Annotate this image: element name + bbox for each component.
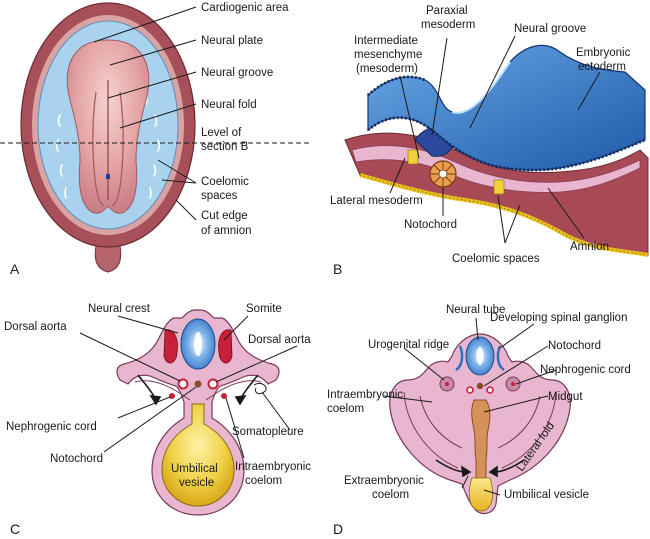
label-somatopleure: Somatopleure xyxy=(232,426,304,438)
label-neural-crest: Neural crest xyxy=(88,303,151,315)
panel-letter-a: A xyxy=(10,261,20,277)
label-cut-2: of amnion xyxy=(201,225,252,237)
label-somite: Somite xyxy=(246,303,282,315)
label-neural-groove-a: Neural groove xyxy=(201,67,273,79)
embryonic-ectoderm xyxy=(367,44,646,171)
label-intermediate-1: Intermediate xyxy=(354,35,418,47)
umbilical-vesicle-c xyxy=(161,403,235,507)
panel-d: Neural tube Developing spinal ganglion U… xyxy=(327,304,631,537)
label-intermediate-2: mesenchyme xyxy=(354,49,422,61)
nephrogenic-left-c xyxy=(169,393,175,399)
dorsal-aorta-left-c xyxy=(177,378,189,390)
label-coelomic-b: Coelomic spaces xyxy=(452,253,540,265)
notochord-d xyxy=(476,382,484,390)
lateral-fold-arrows xyxy=(435,459,525,478)
dorsal-aorta-left-d xyxy=(466,386,474,394)
label-intra-2-d: coelom xyxy=(327,403,364,415)
panel-b: Paraxial mesoderm Intermediate mesenchym… xyxy=(330,5,649,277)
spinal-ganglion-left xyxy=(455,345,464,372)
notochord-c xyxy=(194,380,202,388)
label-intra-1-c: Intraembryonic xyxy=(235,461,311,473)
label-extra-2: coelom xyxy=(372,489,409,501)
label-umbilical-1-c: Umbilical xyxy=(171,463,218,475)
fold-arrows-c xyxy=(137,374,259,406)
primitive-node xyxy=(106,174,110,179)
label-cardiogenic-area: Cardiogenic area xyxy=(201,2,289,14)
label-level-1: Level of xyxy=(201,127,242,139)
label-ectoderm-2: ectoderm xyxy=(578,61,626,73)
somite-right xyxy=(218,329,233,364)
label-dorsal-aorta-right: Dorsal aorta xyxy=(248,334,311,346)
panel-a: Cardiogenic area Neural plate Neural gro… xyxy=(0,2,312,277)
label-ectoderm-1: Embryonic xyxy=(576,47,631,59)
label-paraxial-1: Paraxial xyxy=(426,5,468,17)
umbilical-vesicle-d xyxy=(468,477,494,512)
label-paraxial-2: mesoderm xyxy=(421,19,475,31)
label-notochord-d: Notochord xyxy=(548,340,601,352)
label-umbilical-2-c: vesicle xyxy=(179,477,214,489)
label-neural-fold: Neural fold xyxy=(201,99,257,111)
label-notochord-c: Notochord xyxy=(50,453,103,465)
label-neural-plate: Neural plate xyxy=(201,35,263,47)
spinal-ganglion-right xyxy=(496,345,505,372)
dorsal-aorta-right-d xyxy=(486,386,494,394)
panel-letter-d: D xyxy=(333,521,343,537)
label-dorsal-aorta-left: Dorsal aorta xyxy=(4,321,67,333)
panel-letter-b: B xyxy=(333,261,342,277)
label-lateral-mesoderm: Lateral mesoderm xyxy=(330,195,423,207)
panel-letter-c: C xyxy=(10,521,20,537)
label-amnion: Amnion xyxy=(570,241,609,253)
label-intra-2-c: coelom xyxy=(245,475,282,487)
label-cut-1: Cut edge xyxy=(201,210,248,222)
label-spinal-ganglion: Developing spinal ganglion xyxy=(490,312,627,324)
intermediate-mesoderm-block xyxy=(407,149,419,165)
lateral-block xyxy=(493,179,505,195)
label-urogenital: Urogenital ridge xyxy=(368,339,449,351)
label-intra-1-d: Intraembryonic xyxy=(327,389,403,401)
label-coelomic-1: Coelomic xyxy=(201,176,249,188)
label-neural-tube: Neural tube xyxy=(446,304,505,316)
nephrogenic-right-c xyxy=(221,393,227,399)
label-notochord-b: Notochord xyxy=(404,219,457,231)
panel-c: Neural crest Somite Dorsal aorta Dorsal … xyxy=(4,303,311,537)
label-intermediate-3: (mesoderm) xyxy=(356,63,418,75)
somite-left xyxy=(163,329,178,364)
label-coelomic-2: spaces xyxy=(201,190,238,202)
label-umbilical-d: Umbilical vesicle xyxy=(504,489,589,501)
dorsal-aorta-right-c xyxy=(207,378,219,390)
label-midgut: Midgut xyxy=(548,391,583,403)
label-nephrogenic-c: Nephrogenic cord xyxy=(6,421,97,433)
label-nephrogenic-d: Nephrogenic cord xyxy=(540,364,631,376)
label-neural-groove-b: Neural groove xyxy=(514,23,586,35)
label-level-2: section B xyxy=(201,141,249,153)
label-extra-1: Extraembryonic xyxy=(344,475,424,487)
connecting-stalk xyxy=(94,245,122,273)
